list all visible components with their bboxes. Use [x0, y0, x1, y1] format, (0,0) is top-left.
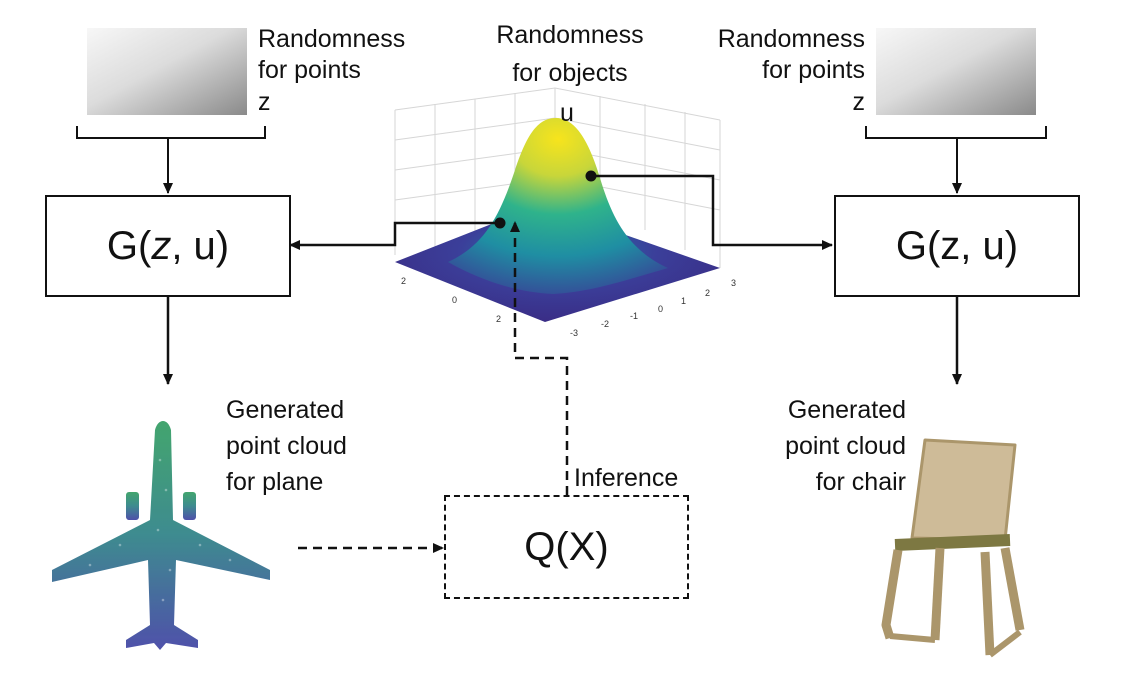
u-to-left-generator-arrow — [289, 221, 500, 250]
svg-text:2: 2 — [705, 288, 710, 298]
left-noise-label-line1: Randomness — [258, 25, 406, 53]
right-noise-label-line2: for points — [762, 56, 865, 84]
svg-text:-3: -3 — [570, 328, 578, 338]
right-noise-label-line1: Randomness — [717, 25, 865, 53]
left-axis-ticks: 2 0 2 — [401, 276, 501, 324]
left-generator-suffix: , u) — [171, 223, 230, 268]
right-noise-bracket — [865, 126, 1047, 139]
center-label-line1: Randomness — [496, 21, 644, 49]
chair-point-cloud — [881, 438, 1025, 658]
left-noise-bracket — [76, 126, 266, 139]
gaussian-surface-plot: 2 0 2 3 2 1 0 -1 -2 -3 — [394, 87, 736, 338]
left-generator-z: z — [151, 223, 172, 268]
encoder-box: Q(X) — [444, 495, 689, 599]
svg-text:-2: -2 — [601, 319, 609, 329]
left-generator-box: G(z, u) — [45, 195, 291, 297]
plane-point-cloud — [52, 421, 270, 650]
svg-text:1: 1 — [681, 296, 686, 306]
right-output-line1: Generated — [787, 396, 906, 424]
right-noise-image — [876, 28, 1036, 115]
svg-text:-1: -1 — [630, 311, 638, 321]
svg-text:0: 0 — [658, 304, 663, 314]
right-noise-var: z — [852, 88, 866, 116]
left-generator-prefix: G( — [106, 223, 152, 268]
svg-text:2: 2 — [496, 314, 501, 324]
inference-arrow — [510, 221, 569, 495]
left-noise-label-line2: for points — [258, 56, 361, 84]
center-label-line2: for objects — [512, 59, 628, 87]
svg-text:2: 2 — [401, 276, 406, 286]
right-output-line3: for chair — [815, 468, 906, 496]
encoder-label: Q(X) — [524, 524, 609, 569]
plane-speckle — [88, 458, 232, 602]
inference-label: Inference — [574, 464, 679, 492]
right-output-line2: point cloud — [785, 432, 906, 460]
left-noise-var: z — [258, 88, 271, 116]
left-output-line1: Generated — [226, 396, 345, 424]
u-to-right-generator-arrow — [591, 174, 833, 250]
left-output-line2: point cloud — [226, 432, 347, 460]
right-generator-box: G(z, u) — [834, 195, 1080, 297]
svg-text:3: 3 — [731, 278, 736, 288]
right-generator-label: G(z, u) — [895, 223, 1019, 268]
right-axis-ticks: 3 2 1 0 -1 -2 -3 — [570, 278, 736, 338]
left-output-line3: for plane — [226, 468, 324, 496]
left-noise-image — [87, 28, 247, 115]
svg-text:0: 0 — [452, 295, 457, 305]
center-var-u: u — [560, 99, 574, 127]
